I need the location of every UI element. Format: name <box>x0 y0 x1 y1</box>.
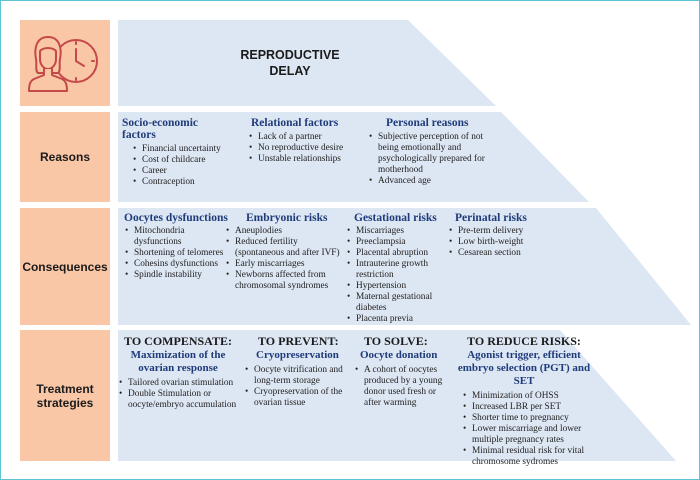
list-item: Pre-term delivery <box>449 226 546 237</box>
list-item: Spindle instability <box>125 270 234 281</box>
list-item: Minimization of OHSS <box>463 391 598 402</box>
row-label-reasons: Reasons <box>20 112 110 202</box>
list-item: Double Stimulation or oocyte/embryo accu… <box>119 389 240 411</box>
reason-heading: Relational factors <box>251 117 339 129</box>
treatment-heading: TO REDUCE RISKS: <box>467 334 581 348</box>
consequence-heading: Gestational risks <box>354 212 437 224</box>
list-item: Shortening of telomeres <box>125 248 234 259</box>
treatment-block-reduce-risks: TO REDUCE RISKS: Agonist trigger, effici… <box>450 334 598 468</box>
treatment-block-compensate: TO COMPENSATE: Maximization of the ovari… <box>116 334 240 411</box>
icon-box <box>20 20 110 106</box>
row-label-treatment: Treatment strategies <box>20 330 110 461</box>
title-line-2: DELAY <box>269 64 311 78</box>
consequence-heading: Oocytes dysfunctions <box>124 212 228 224</box>
consequence-block-gestational: Gestational risks Miscarriages Preeclamp… <box>344 212 444 325</box>
list-item: Shorter time to pregnancy <box>463 413 598 424</box>
consequence-heading: Perinatal risks <box>455 212 527 224</box>
page-title: REPRODUCTIVE DELAY <box>225 47 355 79</box>
consequence-block-oocytes: Oocytes dysfunctions Mitochondria dysfun… <box>122 212 234 281</box>
list-item: Reduced fertility (spontaneous and after… <box>226 237 340 259</box>
list-item: Lower miscarriage and lower multiple pre… <box>463 424 598 446</box>
list-item: Hypertension <box>347 281 444 292</box>
treatment-block-solve: TO SOLVE: Oocyte donation A cohort of oo… <box>352 334 452 409</box>
list-item: Early miscarriages <box>226 259 340 270</box>
list-item: Cohesins dysfunctions <box>125 259 234 270</box>
reason-block-personal: Personal reasons Subjective perception o… <box>366 117 488 187</box>
list-item: Low birth-weight <box>449 237 546 248</box>
treatment-subtitle: Agonist trigger, efficient embryo select… <box>457 349 591 387</box>
treatment-heading: TO SOLVE: <box>364 334 428 348</box>
list-item: Advanced age <box>369 176 488 187</box>
list-item: Financial uncertainty <box>133 144 234 155</box>
list-item: Minimal residual risk for vital chromoso… <box>463 446 598 468</box>
list-item: Cesarean section <box>449 248 546 259</box>
consequence-heading: Embryonic risks <box>246 212 328 224</box>
treatment-block-prevent: TO PREVENT: Cryopreservation Oocyte vitr… <box>242 334 348 409</box>
list-item: Placental abruption <box>347 248 444 259</box>
list-item: Mitochondria dysfunctions <box>125 226 234 248</box>
reason-heading: Socio-economic factors <box>122 117 199 141</box>
list-item: Cryopreservation of the ovarian tissue <box>245 387 348 409</box>
reason-heading: Personal reasons <box>386 117 469 129</box>
woman-clock-icon <box>28 36 98 92</box>
list-item: Subjective perception of not being emoti… <box>369 132 488 176</box>
list-item: Career <box>133 166 234 177</box>
treatment-heading: TO PREVENT: <box>258 334 339 348</box>
consequence-block-perinatal: Perinatal risks Pre-term delivery Low bi… <box>446 212 546 259</box>
list-item: No reproductive desire <box>249 143 356 154</box>
list-item: Contraception <box>133 177 234 188</box>
treatment-subtitle: Oocyte donation <box>360 349 438 361</box>
list-item: Lack of a partner <box>249 132 356 143</box>
list-item: A cohort of oocytes produced by a young … <box>355 365 452 409</box>
reason-block-relational: Relational factors Lack of a partner No … <box>246 117 356 165</box>
title-line-1: REPRODUCTIVE <box>240 48 340 62</box>
band-header <box>118 20 496 106</box>
list-item: Aneuplodies <box>226 226 340 237</box>
list-item: Maternal gestational diabetes <box>347 292 444 314</box>
list-item: Unstable relationships <box>249 154 356 165</box>
list-item: Intrauterine growth restriction <box>347 259 444 281</box>
treatment-subtitle: Cryopreservation <box>256 349 339 361</box>
list-item: Newborns affected from chromosomal syndr… <box>226 270 340 292</box>
treatment-subtitle: Maximization of the ovarian response <box>130 349 226 374</box>
list-item: Miscarriages <box>347 226 444 237</box>
consequence-block-embryonic: Embryonic risks Aneuplodies Reduced fert… <box>222 212 340 292</box>
row-label-consequences: Consequences <box>20 208 110 325</box>
list-item: Preeclampsia <box>347 237 444 248</box>
list-item: Placenta previa <box>347 314 444 325</box>
list-item: Increased LBR per SET <box>463 402 598 413</box>
list-item: Tailored ovarian stimulation <box>119 378 240 389</box>
list-item: Cost of childcare <box>133 155 234 166</box>
reason-block-socio-economic: Socio-economic factors Financial uncerta… <box>122 117 234 188</box>
list-item: Oocyte vitrification and long-term stora… <box>245 365 348 387</box>
treatment-heading: TO COMPENSATE: <box>124 334 232 348</box>
